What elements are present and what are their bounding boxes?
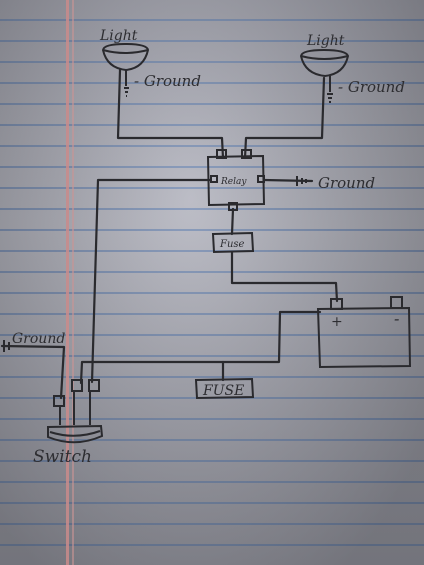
wire-relay-ground bbox=[262, 178, 314, 183]
fuse-large bbox=[194, 377, 255, 400]
wire-switch-ground bbox=[0, 344, 66, 400]
battery-plus-label: + bbox=[331, 314, 343, 330]
wire-light-right-to-relay bbox=[243, 76, 326, 160]
margin-line-secondary bbox=[72, 0, 74, 565]
wire-relay-to-switch bbox=[90, 178, 212, 384]
margin-line bbox=[66, 0, 69, 565]
wire-relay-to-fuse bbox=[230, 207, 235, 236]
switch bbox=[47, 379, 104, 444]
light-left-ground-label: - Ground bbox=[134, 72, 201, 90]
relay-label: Relay bbox=[220, 177, 247, 187]
fuse-small-label: Fuse bbox=[219, 239, 245, 250]
switch-ground-label: Ground bbox=[12, 331, 65, 347]
battery-minus-label: - bbox=[394, 309, 399, 328]
wire-light-left-to-relay bbox=[116, 68, 225, 160]
light-right-label: Light bbox=[306, 33, 345, 49]
battery bbox=[316, 296, 412, 369]
light-left bbox=[101, 42, 150, 97]
switch-label: Switch bbox=[33, 447, 92, 467]
fuse-small bbox=[211, 231, 255, 254]
light-right-ground-label: - Ground bbox=[338, 78, 405, 96]
relay-box bbox=[206, 149, 266, 211]
wire-battery-to-switch bbox=[79, 310, 322, 385]
fuse-large-label: FUSE bbox=[202, 383, 244, 399]
wire-fuse-to-battery bbox=[230, 250, 339, 303]
light-right bbox=[299, 48, 350, 103]
relay-ground-label: Ground bbox=[318, 174, 375, 192]
light-left-label: Light bbox=[99, 28, 138, 44]
